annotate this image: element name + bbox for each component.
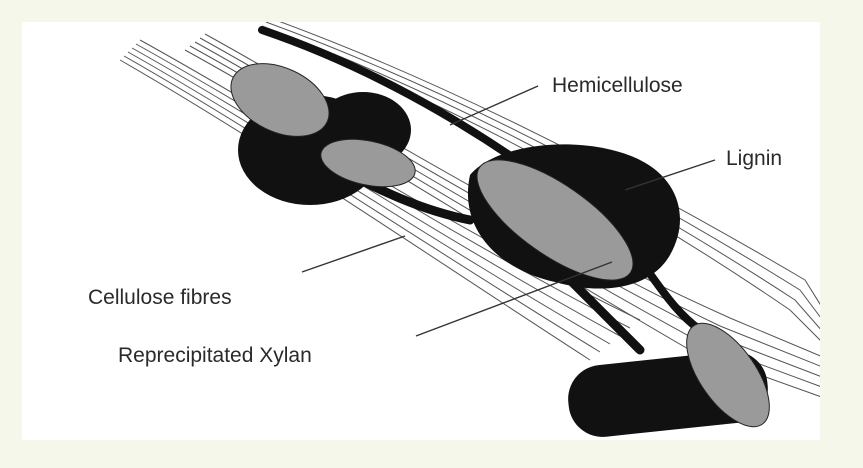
lower-right-cluster (565, 310, 786, 440)
upper-left-cluster (219, 49, 419, 205)
label-cellulose-fibres: Cellulose fibres (88, 286, 232, 309)
central-cluster (460, 139, 680, 302)
label-hemicellulose: Hemicellulose (552, 74, 683, 97)
label-lignin: Lignin (726, 147, 782, 170)
cellulose-leader (302, 236, 405, 272)
label-reprecipitated-xylan: Reprecipitated Xylan (118, 344, 312, 367)
xylan-leader (416, 262, 612, 336)
